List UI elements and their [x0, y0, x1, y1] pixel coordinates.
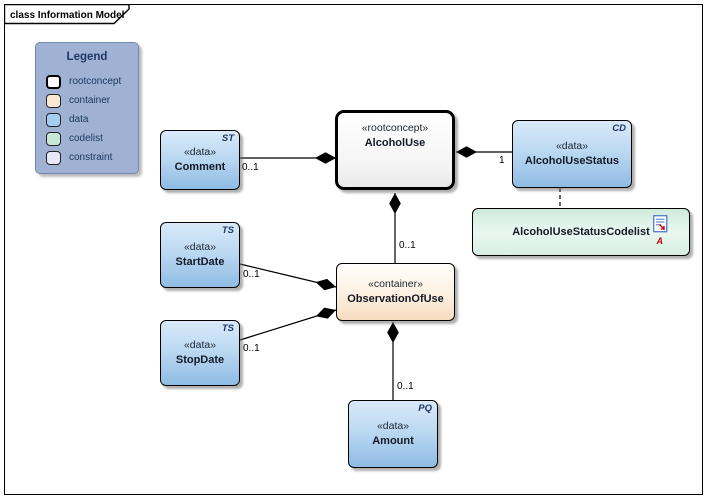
legend-item-label: codelist	[69, 133, 103, 144]
type-tag: TS	[221, 323, 234, 334]
class-name: StartDate	[175, 256, 225, 268]
type-tag: ST	[221, 133, 234, 144]
frame-tab-shape	[4, 4, 130, 25]
class-startdate[interactable]: TS «data» StartDate	[160, 222, 240, 288]
constraint-swatch-icon	[46, 150, 61, 165]
legend-item-label: data	[69, 114, 89, 125]
stereotype-label: «data»	[183, 339, 217, 351]
codelist-marker: A	[656, 236, 664, 246]
class-name: AlcoholUseStatus	[524, 155, 620, 167]
frame-tab: class Information Model	[4, 4, 130, 25]
rootconcept-swatch-icon	[46, 74, 61, 89]
legend-item-container: container	[36, 91, 138, 110]
stereotype-label: «rootconcept»	[361, 122, 429, 134]
stereotype-label: «data»	[183, 146, 217, 158]
multiplicity-label: 0..1	[243, 269, 260, 280]
type-tag: TS	[221, 225, 234, 236]
legend-item-constraint: constraint	[36, 148, 138, 167]
class-amount[interactable]: PQ «data» Amount	[348, 400, 438, 468]
multiplicity-label: 0..1	[243, 343, 260, 354]
composition-diamond-icon	[456, 146, 477, 158]
class-alcoholusestatuscodelist[interactable]: AlcoholUseStatusCodelist A	[472, 208, 690, 256]
composition-diamond-icon	[387, 322, 399, 343]
composition-diamond-icon	[315, 278, 336, 291]
container-swatch-icon	[46, 93, 61, 108]
multiplicity-label: 0..1	[397, 381, 414, 392]
stereotype-label: «container»	[368, 278, 423, 290]
composition-diamond-icon	[389, 193, 401, 214]
legend-item-label: rootconcept	[69, 76, 122, 87]
class-comment[interactable]: ST «data» Comment	[160, 130, 240, 190]
frame-title: class Information Model	[10, 10, 125, 21]
legend-item-label: container	[69, 95, 111, 106]
legend-panel[interactable]: Legend rootconcept container data codeli…	[35, 42, 139, 174]
data-swatch-icon	[46, 112, 61, 127]
type-tag: PQ	[418, 403, 432, 414]
class-name: StopDate	[175, 354, 225, 366]
type-tag: CD	[612, 123, 626, 134]
legend-item-codelist: codelist	[36, 129, 138, 148]
class-alcoholusestatus[interactable]: CD «data» AlcoholUseStatus	[512, 120, 632, 188]
class-name: Amount	[372, 435, 414, 447]
multiplicity-label: 0..1	[242, 162, 259, 173]
codelist-swatch-icon	[46, 131, 61, 146]
stereotype-label: «data»	[555, 140, 589, 152]
multiplicity-label: 0..1	[399, 240, 416, 251]
legend-item-rootconcept: rootconcept	[36, 72, 138, 91]
legend-item-data: data	[36, 110, 138, 129]
class-alcoholuse[interactable]: «rootconcept» AlcoholUse	[335, 110, 455, 190]
composition-diamond-icon	[315, 307, 336, 319]
class-name: AlcoholUseStatusCodelist	[512, 226, 650, 238]
linked-document-icon	[653, 215, 668, 233]
class-observationofuse[interactable]: «container» ObservationOfUse	[336, 263, 455, 321]
legend-item-label: constraint	[69, 152, 113, 163]
class-name: AlcoholUse	[364, 137, 426, 149]
class-name: Comment	[174, 161, 226, 173]
class-name: ObservationOfUse	[347, 293, 444, 305]
composition-diamond-icon	[315, 152, 336, 164]
stereotype-label: «data»	[376, 420, 410, 432]
legend-title: Legend	[66, 51, 108, 63]
multiplicity-label: 1	[499, 155, 505, 166]
class-stopdate[interactable]: TS «data» StopDate	[160, 320, 240, 386]
diagram-frame	[4, 4, 703, 495]
stereotype-label: «data»	[183, 241, 217, 253]
